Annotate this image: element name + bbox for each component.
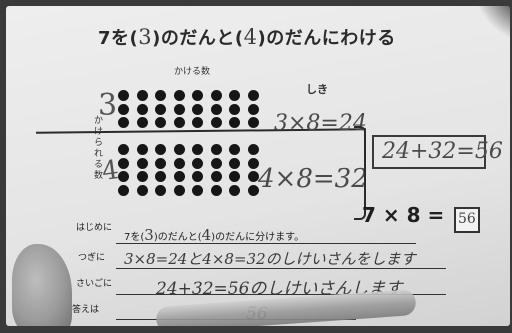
dot: [173, 117, 185, 128]
dot: [173, 90, 185, 101]
handwritten-row-4: 4: [99, 154, 121, 188]
sum-box: 24+32=56: [372, 135, 503, 169]
dot: [192, 171, 203, 182]
title-blank-2: 4: [243, 25, 258, 49]
dot: [155, 90, 166, 101]
dot: [173, 157, 185, 169]
title-suffix: )のだんにわける: [257, 28, 396, 49]
dot: [136, 103, 148, 115]
dot: [247, 144, 259, 155]
dot: [155, 157, 166, 169]
dot: [118, 144, 129, 155]
dot: [136, 90, 148, 101]
dot: [136, 171, 148, 182]
dot: [192, 103, 203, 115]
title-blank-1: 3: [138, 25, 153, 49]
dot: [155, 144, 166, 155]
dot: [173, 184, 185, 196]
dot: [210, 171, 222, 182]
equation-top: 3×8=24: [274, 111, 367, 136]
hajimeni-text-c: )のだんに分けます。: [211, 232, 305, 243]
dot: [229, 117, 240, 128]
multiplication-expression: 7 × 8 =: [362, 203, 445, 227]
dot: [210, 144, 222, 155]
dot: [173, 144, 185, 155]
dot: [136, 157, 148, 169]
shadow-corner: [470, 6, 510, 46]
dot: [210, 90, 222, 101]
sum-box-text: 24+32=56: [382, 139, 503, 164]
dot: [155, 184, 166, 196]
kotae-label: 答えは: [72, 305, 100, 315]
dot: [229, 144, 240, 155]
column-label: かける数: [174, 67, 211, 77]
dot: [118, 171, 129, 182]
dot: [247, 117, 259, 128]
dot: [192, 144, 203, 155]
dot: [118, 117, 129, 128]
dot: [173, 171, 185, 182]
worksheet-photo: 7を(3)のだんと(4)のだんにわける かける数 しき かけられる数 3 4 3…: [6, 6, 510, 326]
dot: [210, 103, 222, 115]
bracket: [354, 126, 366, 220]
dot: [247, 103, 259, 115]
answer-box: 56: [454, 207, 480, 233]
dot: [229, 157, 240, 169]
dot: [229, 184, 240, 196]
dot: [192, 157, 203, 169]
tsugini-rule: [116, 268, 446, 269]
dot: [229, 171, 240, 182]
answer-value: 56: [458, 211, 476, 227]
dot: [210, 117, 222, 128]
dot: [118, 103, 129, 115]
dot: [247, 171, 259, 182]
hajimeni-text: 7を(3)のだんと(4)のだんに分けます。: [124, 226, 304, 244]
dot: [155, 117, 166, 128]
hajimeni-text-a: 7を(: [124, 232, 145, 243]
dot: [118, 184, 129, 196]
page-title: 7を(3)のだんと(4)のだんにわける: [98, 24, 478, 50]
saigoni-label: さいごに: [76, 279, 113, 289]
hajimeni-text-b: )のだんと(: [153, 232, 202, 243]
dot: [192, 184, 203, 196]
thumb: [12, 244, 72, 326]
dot: [136, 117, 148, 128]
dot: [118, 90, 129, 101]
hajimeni-blank-1: 3: [144, 226, 154, 244]
hajimeni-blank-2: 4: [201, 226, 212, 244]
dot: [210, 184, 222, 196]
dot: [247, 184, 259, 196]
equation-bottom: 4×8=32: [258, 164, 368, 194]
dot: [118, 157, 129, 169]
title-middle: )のだんと(: [152, 28, 244, 49]
dot: [210, 157, 222, 169]
dot: [229, 103, 240, 115]
hajimeni-label: はじめに: [76, 223, 113, 233]
dot: [155, 171, 166, 182]
dot: [229, 90, 240, 101]
tsugini-handwriting: 3×8=24と4×8=32のしけいさんをします: [124, 250, 416, 268]
hajimeni-rule: [116, 243, 416, 244]
dot: [192, 90, 203, 101]
dot: [247, 90, 259, 101]
title-prefix: 7を(: [98, 28, 139, 49]
dot: [136, 184, 148, 196]
dot: [136, 144, 148, 155]
saigoni-rule: [116, 294, 446, 295]
dot: [155, 103, 166, 115]
dot: [247, 157, 259, 169]
dot: [173, 103, 185, 115]
handwritten-row-3: 3: [98, 88, 118, 123]
shiki-label: しき: [306, 83, 328, 96]
dot: [192, 117, 203, 128]
tsugini-label: つぎに: [78, 253, 106, 263]
